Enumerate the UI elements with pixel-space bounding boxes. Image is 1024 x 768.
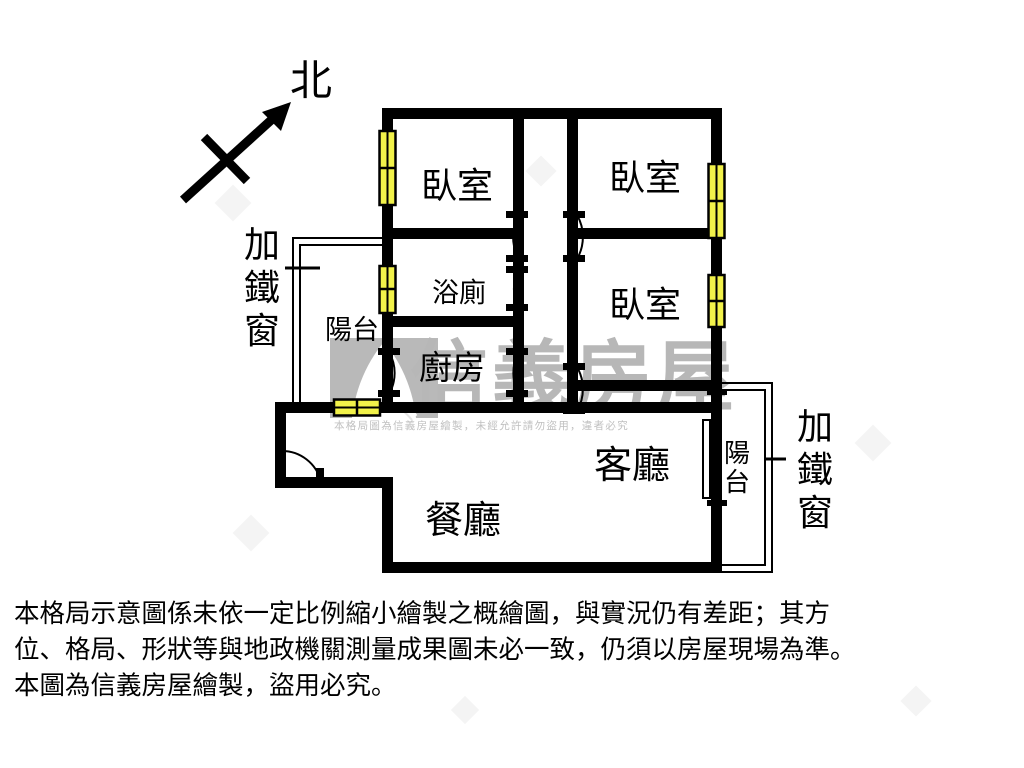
north-label: 北 [290,56,332,105]
room-label-bathroom: 浴廁 [432,278,486,309]
leader-lines [285,266,786,461]
left-iron-window-outline [292,237,385,410]
doors [277,211,585,488]
label-right-iron-window: 加鐵窗 [797,407,833,534]
room-label-bedroom-3: 臥室 [609,285,681,326]
window-balcony-bottom [332,398,382,417]
room-label-dining-room: 餐廳 [425,498,501,542]
sliding-door-living-balcony [702,389,727,506]
window-bedroom1-left [378,129,397,207]
window-bathroom-left [378,264,397,315]
disclaimer-line-2: 位、格局、形狀等與地政機關測量成果圖未必一致，仍須以房屋現場為準。 [14,635,856,666]
disclaimer-block: 本格局示意圖係未依一定比例縮小繪製之概繪圖，與實況仍有差距；其方 位、格局、形狀… [14,596,1014,705]
room-label-kitchen: 廚房 [419,348,485,387]
right-iron-window-outline [713,382,773,573]
windows [332,129,726,417]
north-arrow-group: 北 [179,56,332,204]
window-bedroom3-right [707,273,726,329]
room-label-living-room: 客廳 [594,443,670,487]
room-labels: 臥室 臥室 臥室 浴廁 陽台 廚房 客廳 餐廳 [325,158,681,542]
room-label-balcony-right-group: 陽台 [724,439,750,498]
label-left-iron-window: 加鐵窗 [244,225,280,352]
disclaimer-line-1: 本格局示意圖係未依一定比例縮小繪製之概繪圖，與實況仍有差距；其方 [14,599,831,629]
window-bedroom2-right [707,162,726,240]
room-label-balcony-right: 陽台 [724,439,750,498]
iron-window-labels: 加鐵窗 加鐵窗 [244,225,833,534]
room-label-balcony-left: 陽台 [325,315,379,346]
room-label-bedroom-2: 臥室 [609,158,681,199]
disclaimer-line-3: 本圖為信義房屋繪製，盜用必究。 [14,671,397,702]
room-label-bedroom-1: 臥室 [421,166,493,207]
watermark-notice: 本格局圖為信義房屋繪製，未經允許請勿盜用，違者必究 [334,419,629,432]
